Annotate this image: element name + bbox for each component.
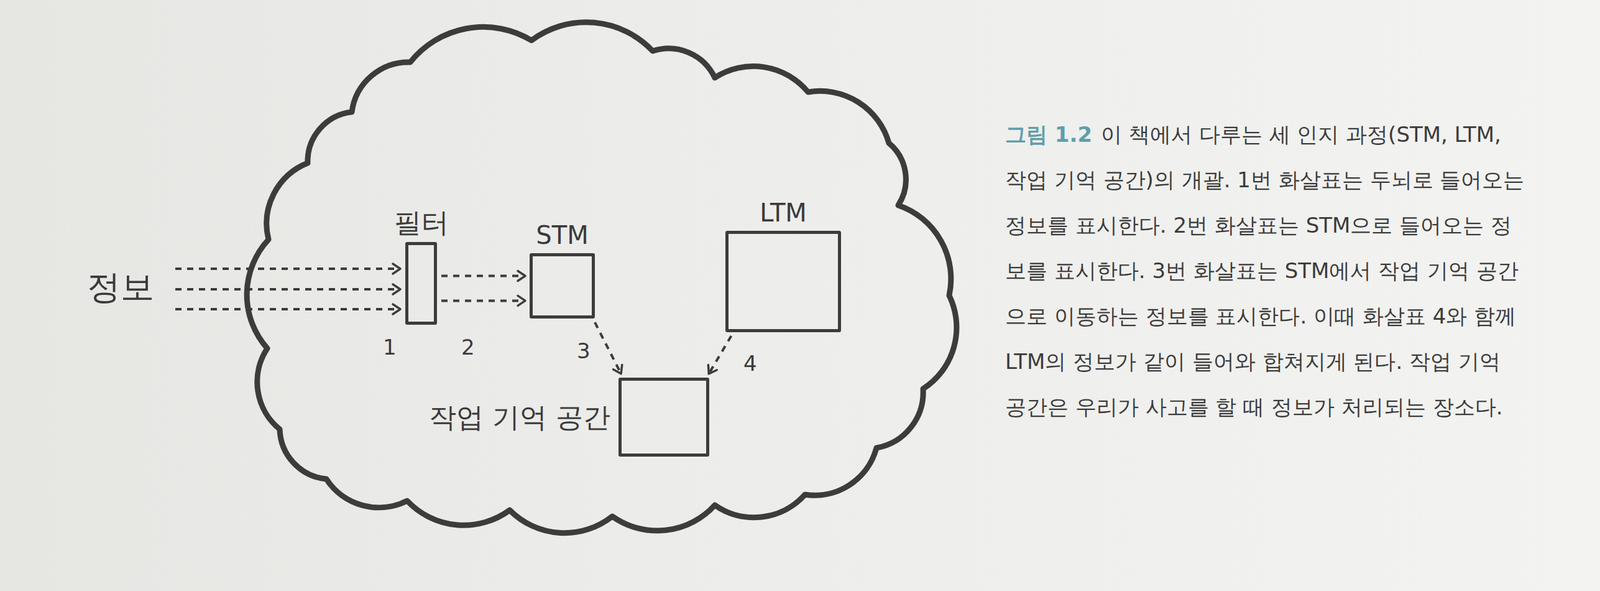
- callout-number: 1: [382, 335, 397, 359]
- callout-number: 2: [461, 335, 475, 359]
- flow-arrow: [594, 321, 621, 374]
- figure-number: 그림 1.2: [1005, 121, 1093, 147]
- flow-arrow: [708, 335, 732, 374]
- box-heading: STM: [535, 221, 589, 249]
- flow-arrow: [441, 274, 526, 278]
- memory-box: 필터: [405, 241, 437, 325]
- box-heading: 필터: [394, 207, 449, 238]
- memory-box: 작업 기억 공간: [618, 377, 710, 457]
- flow-arrow: [441, 298, 526, 302]
- input-arrows: [175, 268, 401, 309]
- box-heading: 작업 기억 공간: [428, 401, 611, 432]
- callout-number: 3: [576, 339, 591, 363]
- memory-box: LTM: [725, 230, 842, 332]
- input-arrow: [175, 307, 401, 311]
- box-heading: LTM: [759, 198, 807, 227]
- input-arrow: [175, 267, 401, 270]
- cloud-outline: [246, 22, 957, 533]
- callout-number: 4: [743, 351, 758, 375]
- input-arrow: [175, 287, 401, 291]
- caption-text: 이 책에서 다루는 세 인지 과정(STM, LTM, 작업 기억 공간)의 개…: [1005, 121, 1525, 419]
- memory-box: STM: [529, 252, 595, 319]
- input-label: 정보: [87, 268, 155, 306]
- figure-caption-block: 그림 1.2이 책에서 다루는 세 인지 과정(STM, LTM, 작업 기억 …: [1005, 111, 1528, 430]
